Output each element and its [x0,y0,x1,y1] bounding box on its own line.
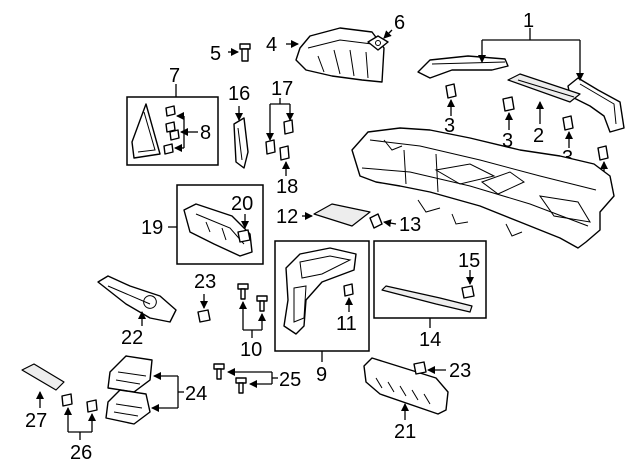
callout-16: 16 [228,83,250,105]
callout-9: 9 [316,364,327,386]
side-cover [131,103,161,159]
clip-3a [445,83,457,99]
callout-11: 11 [336,313,357,335]
clip-20 [237,229,251,243]
clip-3d [597,145,609,161]
callout-23b: 23 [449,360,471,382]
vent-24-upper [107,355,153,393]
upper-trim-right [567,77,625,133]
callout-7: 7 [169,65,180,87]
callout-14: 14 [419,329,441,351]
callout-13: 13 [399,214,421,236]
callout-12: 12 [276,206,298,228]
vent-24-lower [105,389,151,425]
clip-11 [343,283,354,297]
callout-21: 21 [394,421,416,443]
bracket-1 [478,28,584,81]
callout-20: 20 [231,193,253,215]
clip-3b [502,96,515,112]
callout-4: 4 [266,34,277,56]
lower-cover-22 [97,275,177,323]
callout-10: 10 [240,339,262,361]
bolts-25 [213,363,247,394]
callout-22: 22 [121,327,143,349]
callout-26: 26 [70,442,92,464]
callout-6: 6 [394,12,405,34]
callout-3a: 3 [444,115,455,137]
clip-3c [562,115,574,131]
clip-23a [197,309,211,323]
weatherstrip [381,285,473,313]
clips-26 [61,393,98,413]
callout-15: 15 [458,250,480,272]
callout-24: 24 [185,383,207,405]
clip-15 [461,285,475,299]
clip-23b [413,361,427,375]
clip-13 [369,213,383,229]
callout-25: 25 [279,369,301,391]
cluster-hood [295,27,385,83]
box-19 [176,184,264,265]
clip-18 [279,145,290,161]
side-trim-16 [233,117,249,169]
callout-1: 1 [523,10,534,32]
defroster-grille [507,73,581,103]
callout-23a: 23 [194,271,216,293]
callout-3b: 3 [502,130,513,152]
panel-27 [21,363,65,391]
screw-5 [239,43,251,62]
callout-8: 8 [200,122,211,144]
callout-18: 18 [276,176,298,198]
center-bezel [283,247,357,335]
instrument-panel [351,127,615,249]
lower-cover-19 [183,203,253,257]
knee-panel-21 [363,357,449,415]
nut-6 [367,35,389,51]
clips-8 [163,105,180,155]
upper-trim-left [417,55,509,79]
box-7 [126,96,219,166]
callout-19: 19 [141,217,163,239]
clips-17 [265,119,294,155]
screws-10 [237,283,268,312]
callout-5: 5 [210,43,221,65]
callout-2: 2 [533,125,544,147]
callout-17: 17 [271,78,293,100]
callout-27: 27 [25,410,47,432]
pad-12 [313,203,371,227]
